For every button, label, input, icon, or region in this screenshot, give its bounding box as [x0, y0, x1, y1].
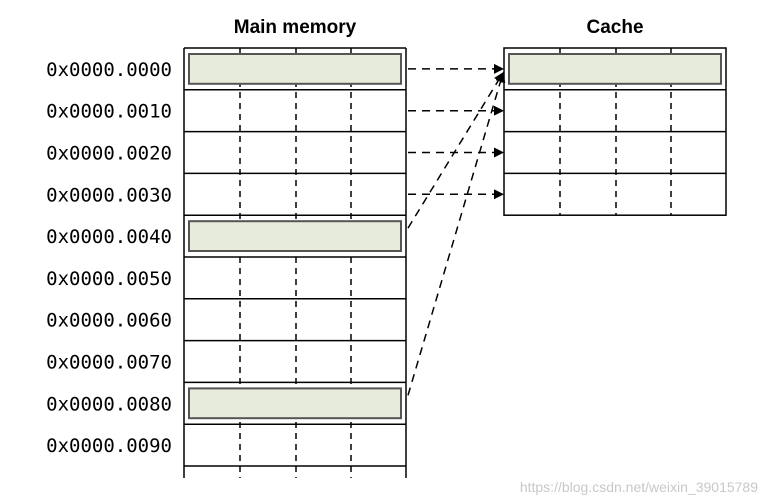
- mapping-arrow: [407, 71, 506, 396]
- memory-highlighted-block: [188, 387, 402, 420]
- watermark: https://blog.csdn.net/weixin_39015789: [520, 479, 758, 495]
- memory-address-label: 0x0000.0040: [46, 226, 172, 248]
- memory-address-label: 0x0000.0070: [46, 352, 172, 374]
- memory-address-label: 0x0000.0050: [46, 268, 172, 290]
- memory-address-label: 0x0000.0020: [46, 143, 172, 165]
- cache-highlighted-line: [508, 53, 722, 85]
- cache-title: Cache: [586, 17, 643, 38]
- memory-address-label: 0x0000.0010: [46, 101, 172, 123]
- mapping-arrow: [407, 72, 504, 229]
- memory-address-label: 0x0000.0060: [46, 310, 172, 332]
- memory-address-label: 0x0000.0000: [46, 59, 172, 81]
- memory-highlighted-block: [188, 220, 402, 252]
- memory-highlighted-block: [188, 53, 402, 85]
- mapping-arrows: [407, 63, 506, 396]
- memory-address-label: 0x0000.0090: [46, 435, 172, 457]
- cache-block: [503, 47, 727, 216]
- main-memory-title: Main memory: [234, 17, 357, 38]
- memory-address-label: 0x0000.0080: [46, 393, 172, 415]
- main-memory-block: 0x0000.0000 0x0000.0010 0x0000.0020 0x0000.…: [46, 47, 407, 478]
- memory-address-label: 0x0000.0030: [46, 184, 172, 206]
